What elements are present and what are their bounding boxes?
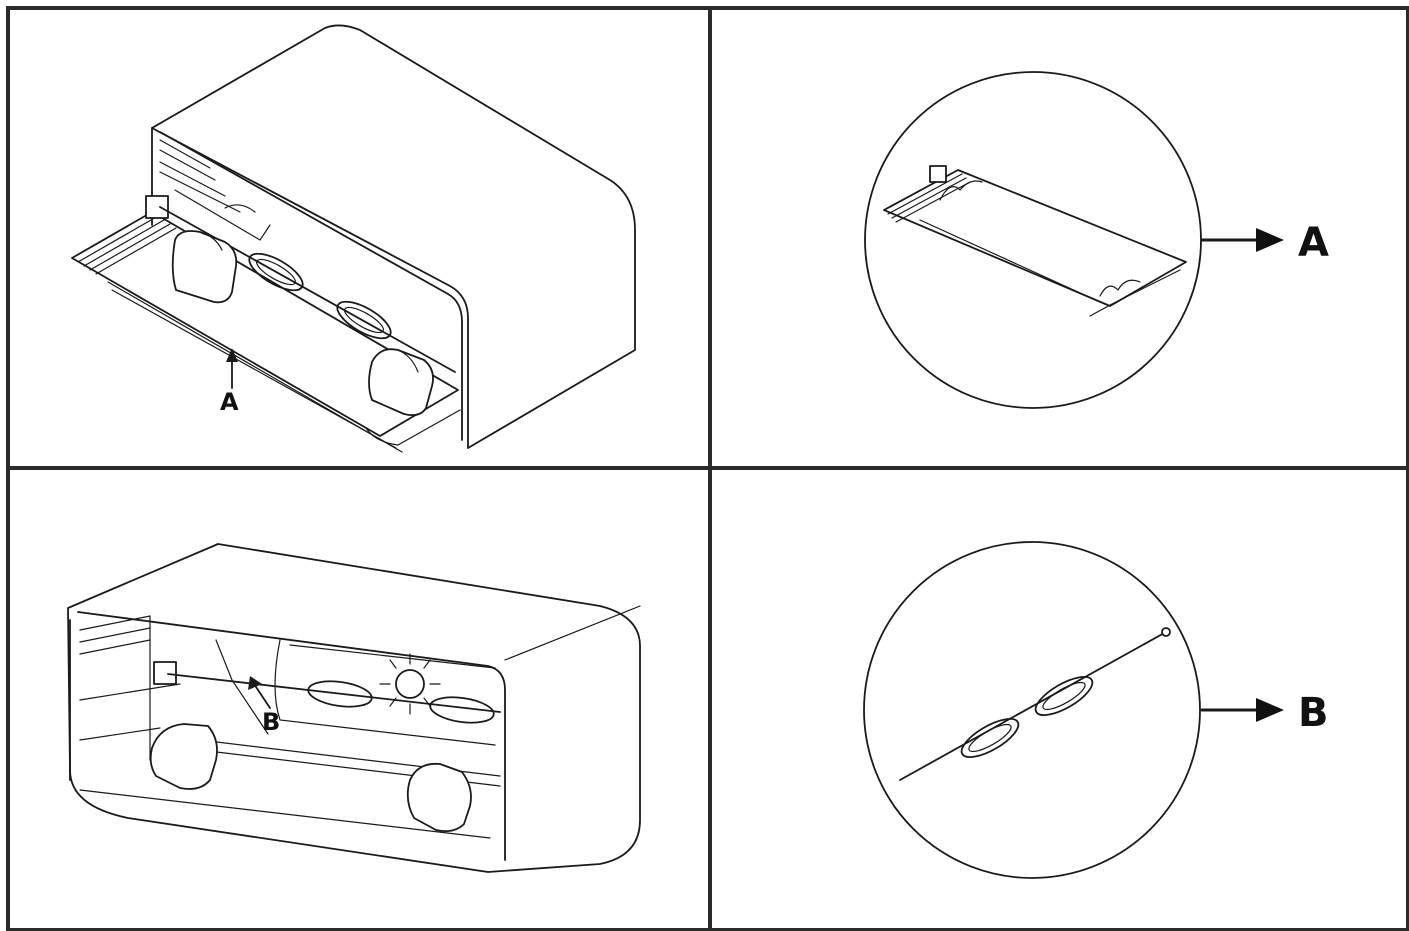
panel-top-right: A [864,71,1329,409]
label-a-top-left: A [220,388,239,416]
hand-icon [149,723,218,790]
wire-shelf [71,211,461,453]
label-b-bottom-left: B [262,708,280,736]
hand-icon [406,762,472,833]
hand-icon [368,348,434,417]
rotisserie-spit [145,195,456,373]
panel-bottom-right: B [863,541,1329,879]
panel-top-left: A [71,24,636,453]
magnifier-circle-icon [863,541,1201,879]
oven-body [67,543,641,873]
magnifier-circle-icon [864,71,1202,409]
spit-detail [899,627,1171,781]
hand-icon [171,230,238,304]
rotisserie-spit [153,639,501,735]
panel-grid [6,6,1409,931]
arrow-up-icon [248,676,271,709]
panel-bottom-left: B [67,543,641,873]
arrow-up-icon [226,348,238,389]
label-b-bottom-right: B [1298,690,1329,736]
wire-shelf-detail [883,165,1187,317]
arrow-right-icon [1200,698,1284,722]
arrow-right-icon [1200,228,1284,252]
label-a-top-right: A [1298,220,1329,266]
